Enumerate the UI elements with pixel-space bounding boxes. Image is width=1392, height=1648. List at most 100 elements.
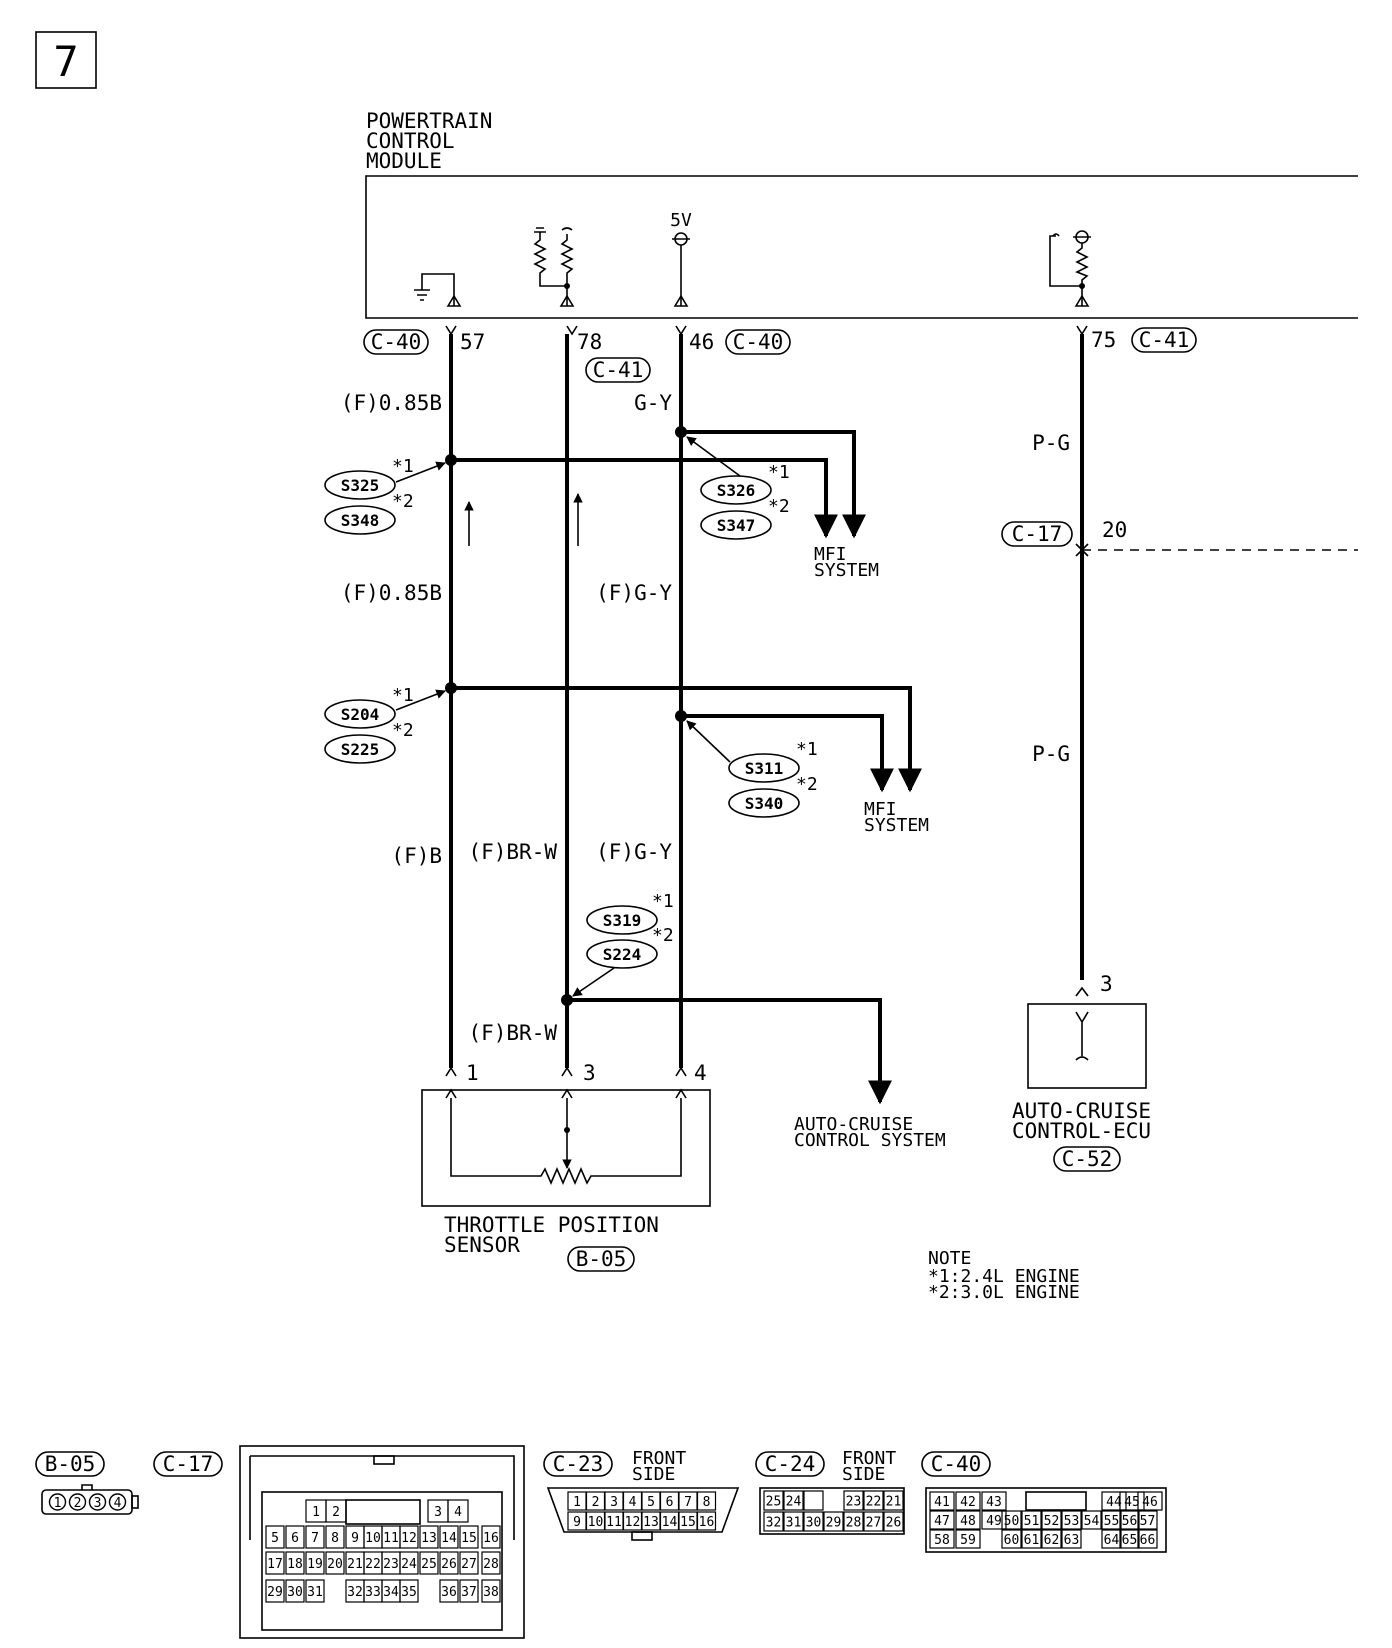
connector-pin: 2 <box>74 1496 82 1511</box>
connector-pin: 19 <box>307 1557 323 1572</box>
connector-pin: 42 <box>960 1495 976 1510</box>
wire-label-pg-bottom: P-G <box>1032 742 1070 766</box>
connector-pin: 8 <box>331 1531 339 1546</box>
connector-pin: 4 <box>114 1496 122 1511</box>
connector-pin: 22 <box>365 1557 381 1572</box>
pin-20: 20 <box>1102 518 1127 542</box>
connector-c40-right: C-40 <box>733 330 784 354</box>
connector-view-c40-label: C-40 <box>931 1452 982 1476</box>
connector-pin: 29 <box>267 1585 283 1600</box>
connector-pin: 25 <box>421 1557 437 1572</box>
connector-pin: 51 <box>1024 1514 1040 1529</box>
connector-view-c24-side-1: FRONT <box>842 1448 896 1469</box>
pcm-title-line-3: MODULE <box>366 149 442 173</box>
connector-pin: 54 <box>1084 1514 1100 1529</box>
note-line-1: *1:2.4L ENGINE <box>928 1266 1080 1287</box>
connector-pin: 46 <box>1142 1495 1158 1510</box>
tps-connector-b05: B-05 <box>576 1247 627 1271</box>
pin-57: 57 <box>460 330 485 354</box>
mfi-system-1-line-2: SYSTEM <box>814 560 879 581</box>
connector-pin: 11 <box>606 1515 622 1530</box>
connector-pin: 6 <box>291 1531 299 1546</box>
connector-pin: 2 <box>332 1505 340 1520</box>
ecu-connector-c52: C-52 <box>1062 1147 1113 1171</box>
note-ref-2: *2 <box>392 491 414 512</box>
connector-pin: 47 <box>934 1514 950 1529</box>
wire-color-labels: (F)0.85B G-Y (F)0.85B (F)G-Y P-G P-G (F)… <box>341 391 1070 1045</box>
connector-pin: 52 <box>1044 1514 1060 1529</box>
connector-pin: 44 <box>1106 1495 1122 1510</box>
wire-label-fgy-low: (F)G-Y <box>596 840 672 864</box>
connector-pin: 31 <box>786 1516 802 1531</box>
connector-pin: 1 <box>573 1495 581 1510</box>
connector-pin: 12 <box>401 1531 417 1546</box>
splice-s347: S347 <box>717 516 756 535</box>
splice-s204: S204 <box>341 705 380 724</box>
connector-view-c23-label: C-23 <box>553 1452 604 1476</box>
note-ref-1: *1 <box>392 456 414 477</box>
connector-pin: 8 <box>703 1495 711 1510</box>
connector-pin: 2 <box>592 1495 600 1510</box>
tps-title-line-1: THROTTLE POSITION <box>444 1213 659 1237</box>
wire-label-gy-top: G-Y <box>634 391 672 415</box>
note-ref-2: *2 <box>768 496 790 517</box>
pcm-title-line-2: CONTROL <box>366 129 455 153</box>
connector-pin: 41 <box>934 1495 950 1510</box>
connector-view-c23-side-1: FRONT <box>632 1448 686 1469</box>
connector-pin: 12 <box>625 1515 641 1530</box>
pcm-title-line-1: POWERTRAIN <box>366 109 492 133</box>
splice-s325: S325 <box>341 476 380 495</box>
splice-markers: S325 S348 *1 *2 S326 S347 *1 *2 S204 S22… <box>324 436 818 997</box>
connector-pin: 22 <box>866 1495 882 1510</box>
page-number: 7 <box>53 37 78 86</box>
connector-pin: 66 <box>1140 1533 1156 1548</box>
connector-pin: 15 <box>461 1531 477 1546</box>
splice-s340: S340 <box>745 794 784 813</box>
connector-pin: 16 <box>699 1515 715 1530</box>
connector-pin: 10 <box>365 1531 381 1546</box>
connector-pin: 4 <box>629 1495 637 1510</box>
wire-label-fbrw-low: (F)BR-W <box>468 1021 557 1045</box>
connector-pin: 24 <box>401 1557 417 1572</box>
pin-78: 78 <box>577 330 602 354</box>
connector-pin: 59 <box>960 1533 976 1548</box>
splice-s319: S319 <box>603 911 642 930</box>
connector-pin: 5 <box>271 1531 279 1546</box>
connector-pin: 28 <box>846 1516 862 1531</box>
connector-pin: 15 <box>680 1515 696 1530</box>
note-ref-1: *1 <box>768 462 790 483</box>
wire-label-f085b-mid: (F)0.85B <box>341 581 442 605</box>
connector-pin: 43 <box>986 1495 1002 1510</box>
connector-pin: 58 <box>934 1533 950 1548</box>
tps-title-line-2: SENSOR <box>444 1233 520 1257</box>
auto-cruise-system-line-1: AUTO-CRUISE <box>794 1114 913 1135</box>
connector-pin: 18 <box>287 1557 303 1572</box>
pin-75: 75 <box>1091 328 1116 352</box>
connector-pin: 9 <box>573 1515 581 1530</box>
connector-pin: 6 <box>666 1495 674 1510</box>
wire-branches <box>445 426 922 1105</box>
connector-pin: 7 <box>684 1495 692 1510</box>
note-ref-1: *1 <box>796 739 818 760</box>
connector-pin: 29 <box>826 1516 842 1531</box>
note-title: NOTE <box>928 1248 971 1269</box>
pcm-input-circuit <box>1049 230 1091 307</box>
connector-pin: 3 <box>434 1505 442 1520</box>
note-ref-2: *2 <box>392 720 414 741</box>
connector-pin: 13 <box>421 1531 437 1546</box>
connector-view-c17-label: C-17 <box>163 1452 214 1476</box>
connector-pin: 36 <box>441 1585 457 1600</box>
wire-label-fgy-mid: (F)G-Y <box>596 581 672 605</box>
tps-pin-1: 1 <box>466 1061 479 1085</box>
connector-pin: 56 <box>1122 1514 1138 1529</box>
connector-pin: 3 <box>94 1496 102 1511</box>
connector-pin: 16 <box>483 1531 499 1546</box>
note-ref-1: *1 <box>652 891 674 912</box>
note-ref-2: *2 <box>796 774 818 795</box>
connector-pin: 50 <box>1004 1514 1020 1529</box>
mfi-system-1-line-1: MFI <box>814 544 847 565</box>
